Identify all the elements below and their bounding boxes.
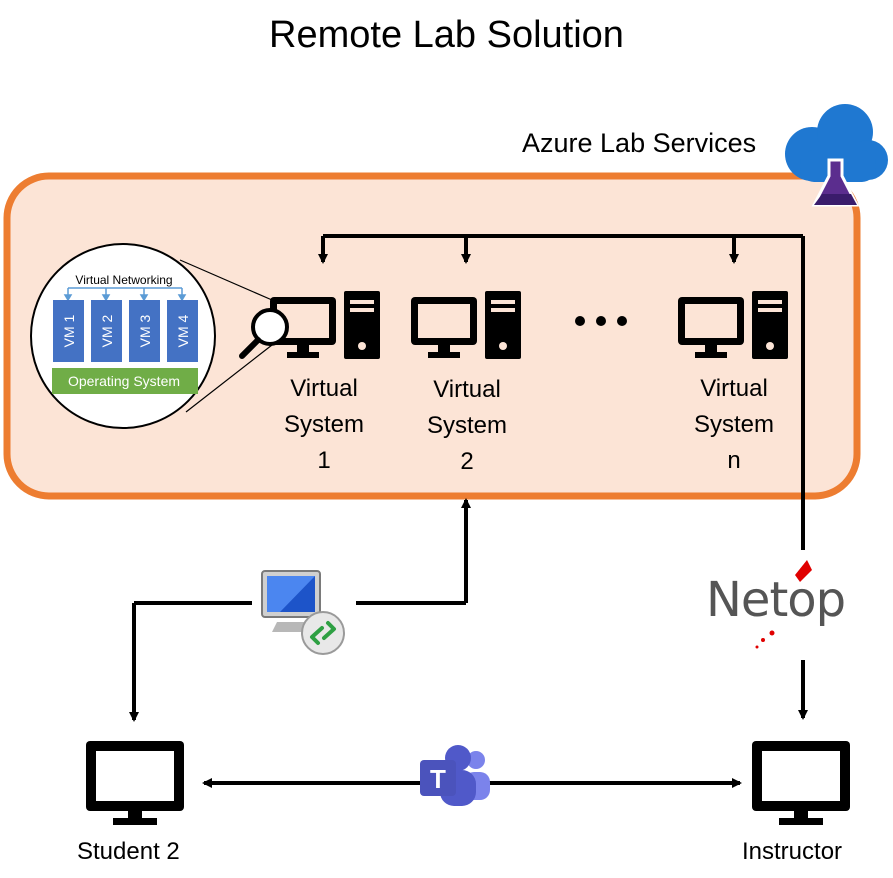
azure-lab-services-label: Azure Lab Services — [522, 128, 757, 158]
vm-4-block — [167, 300, 198, 362]
remote-desktop-icon — [261, 570, 345, 655]
vm-2-block — [91, 300, 122, 362]
zoom-connector-lines — [179, 259, 273, 413]
instructor-label: Instructor — [742, 838, 843, 865]
operating-system-label: Operating System — [68, 373, 180, 389]
netop-logo-marks — [755, 560, 812, 649]
operating-system-block — [52, 368, 198, 394]
page-title: Remote Lab Solution — [269, 14, 624, 56]
microsoft-teams-icon: T — [420, 745, 490, 806]
vm-3-block — [129, 300, 160, 362]
vm-1-label: VM 1 — [61, 314, 77, 347]
vm-4-label: VM 4 — [175, 314, 191, 347]
student-2-label: Student 2 — [77, 838, 180, 865]
azure-lab-services-icon — [785, 104, 888, 207]
virtual-networking-label: Virtual Networking — [75, 273, 172, 287]
remote-desktop-connection-lines — [129, 498, 471, 722]
zoom-detail-circle: Virtual Networking VM 1 VM 2 VM 3 VM 4 O… — [30, 243, 216, 429]
svg-text:T: T — [430, 764, 446, 794]
instructor-monitor — [752, 741, 850, 825]
student-2-monitor — [86, 741, 184, 825]
vm-2-label: VM 2 — [99, 314, 115, 347]
netop-logo-text: Netop — [706, 572, 846, 628]
vm-1-block — [53, 300, 84, 362]
ellipsis-dots — [575, 316, 627, 326]
netop-distribution-lines — [318, 234, 808, 720]
magnifier-icon — [239, 308, 289, 359]
vm-3-label: VM 3 — [137, 314, 153, 347]
